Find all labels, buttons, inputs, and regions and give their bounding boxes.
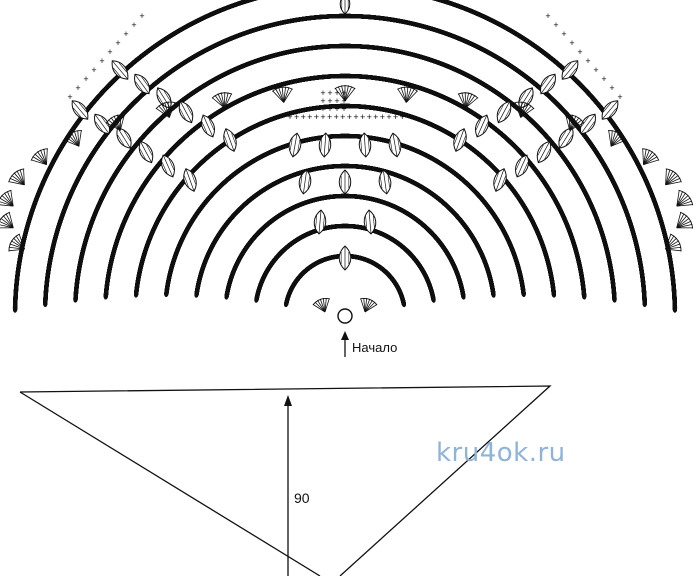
crochet-chart: ++++++++++++++++++++++++++++++++++++++++… [0,0,700,576]
